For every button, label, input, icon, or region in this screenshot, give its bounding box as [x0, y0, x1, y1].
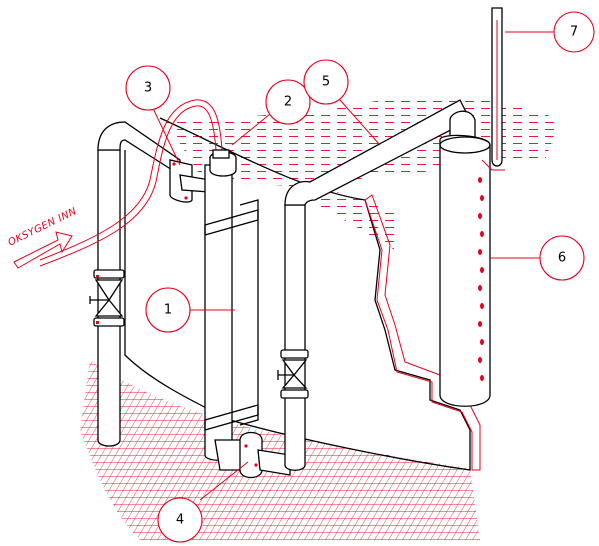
callout-6: 6 [539, 235, 585, 281]
svg-text:1: 1 [164, 303, 172, 318]
bottom-flange [214, 431, 291, 479]
oxygen-tube [39, 99, 223, 261]
floor-grid [80, 360, 480, 540]
svg-text:3: 3 [144, 81, 152, 96]
svg-text:7: 7 [570, 25, 578, 40]
probe [481, 7, 505, 171]
diffuser-holes [478, 177, 484, 381]
svg-text:5: 5 [322, 75, 330, 90]
callout-2: 2 [265, 79, 311, 125]
svg-text:6: 6 [558, 251, 566, 266]
callout-1: 1 [145, 287, 191, 333]
flow-column [204, 149, 259, 461]
svg-text:2: 2 [284, 95, 292, 110]
tank-wall [124, 117, 471, 471]
callout-3: 3 [125, 65, 171, 111]
callout-5: 5 [303, 59, 349, 105]
oxygen-tube-inner [39, 105, 217, 267]
svg-text:4: 4 [176, 513, 184, 528]
inlet-flange [169, 159, 211, 203]
diffuser [439, 110, 491, 407]
callout-4: 4 [157, 497, 203, 543]
callout-7: 7 [553, 11, 595, 53]
return-pipe [277, 99, 471, 471]
tank-wall-break [364, 194, 481, 471]
